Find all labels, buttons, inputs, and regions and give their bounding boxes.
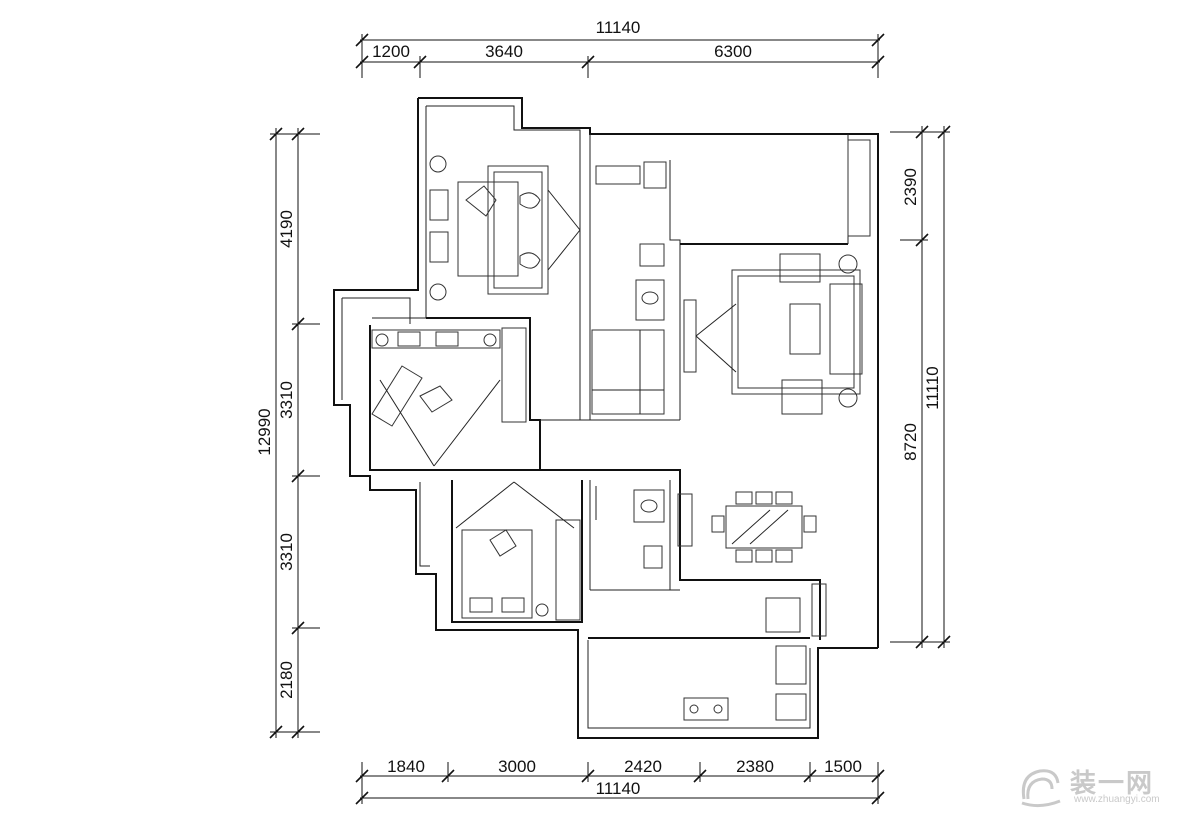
right-total-dim: 11110 — [923, 366, 942, 410]
bottom-dim-2: 3000 — [498, 757, 536, 776]
left-dim-2: 3310 — [277, 381, 296, 419]
top-dimension-lines: 11140 1200 3640 6300 — [355, 18, 885, 78]
dining-set — [677, 491, 817, 563]
kitchen-fixtures — [683, 139, 871, 721]
exterior-walls — [333, 97, 879, 739]
bottom-dimension-lines: 1840 3000 2420 2380 1500 11140 — [355, 757, 885, 805]
master-bed — [429, 155, 581, 301]
guest-bathroom-fixtures — [595, 486, 665, 569]
second-bed — [371, 327, 527, 467]
bottom-dim-1: 1840 — [387, 757, 425, 776]
top-dim-1: 1200 — [372, 42, 410, 61]
third-bed — [455, 481, 581, 621]
left-dim-4: 2180 — [277, 661, 296, 699]
brand-watermark-url: www.zhuangyi.com — [1074, 794, 1160, 805]
left-dim-1: 4190 — [277, 210, 296, 248]
left-dimension-lines: 12990 4190 3310 3310 2180 — [255, 127, 320, 739]
top-dim-2: 3640 — [485, 42, 523, 61]
bottom-dim-3: 2420 — [624, 757, 662, 776]
bottom-dim-4: 2380 — [736, 757, 774, 776]
interior-walls — [369, 134, 849, 640]
left-dim-3: 3310 — [277, 533, 296, 571]
bottom-total-dim: 11140 — [596, 779, 641, 798]
right-dimension-lines: 2390 8720 11110 — [890, 125, 951, 649]
brand-logo-icon — [1021, 769, 1061, 808]
right-dim-2: 8720 — [901, 423, 920, 461]
bottom-dim-5: 1500 — [824, 757, 862, 776]
top-dim-3: 6300 — [714, 42, 752, 61]
left-total-dim: 12990 — [255, 408, 274, 455]
brand-watermark: 装一网 www.zhuangyi.com — [1016, 761, 1186, 811]
master-bathroom-fixtures — [591, 161, 667, 415]
brand-watermark-text: 装一网 — [1070, 769, 1155, 799]
right-dim-1: 2390 — [901, 168, 920, 206]
top-total-dim: 11140 — [596, 18, 641, 37]
living-room-furniture — [683, 253, 863, 415]
